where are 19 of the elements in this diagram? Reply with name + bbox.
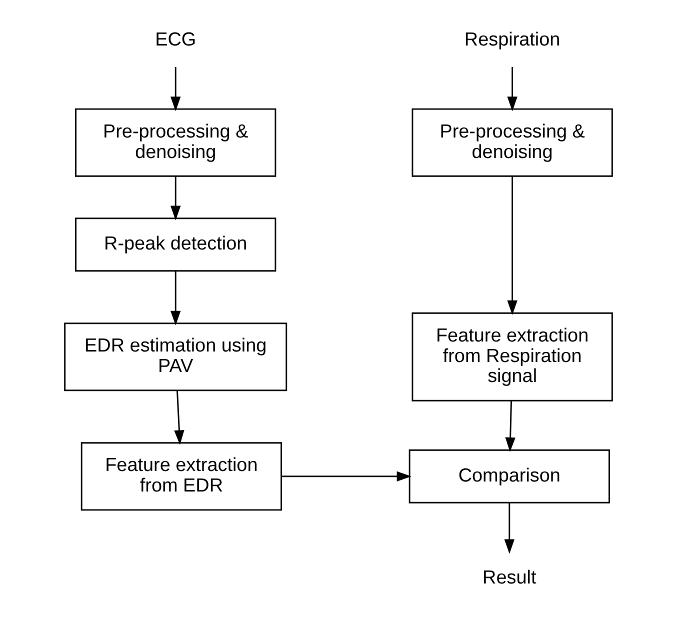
node-box: Pre-processing & denoising: [412, 108, 613, 177]
arrow: [174, 390, 184, 445]
node-box: Comparison: [408, 449, 610, 504]
node-box: Feature extraction from EDR: [80, 442, 282, 511]
node-box: EDR estimation using PAV: [64, 322, 288, 392]
node-box: R-peak detection: [75, 218, 276, 272]
arrow: [170, 270, 181, 326]
arrow: [281, 471, 412, 482]
arrow: [505, 401, 516, 452]
arrow: [504, 502, 515, 554]
node-text: Respiration: [464, 30, 560, 51]
arrow: [170, 67, 181, 112]
node-box: Pre-processing & denoising: [75, 108, 276, 177]
arrow: [170, 176, 181, 220]
node-text: Result: [482, 567, 536, 588]
node-box: Feature extraction from Respiration signal: [412, 312, 613, 402]
arrow: [507, 176, 518, 315]
node-text: ECG: [155, 30, 196, 51]
arrow: [507, 67, 518, 112]
